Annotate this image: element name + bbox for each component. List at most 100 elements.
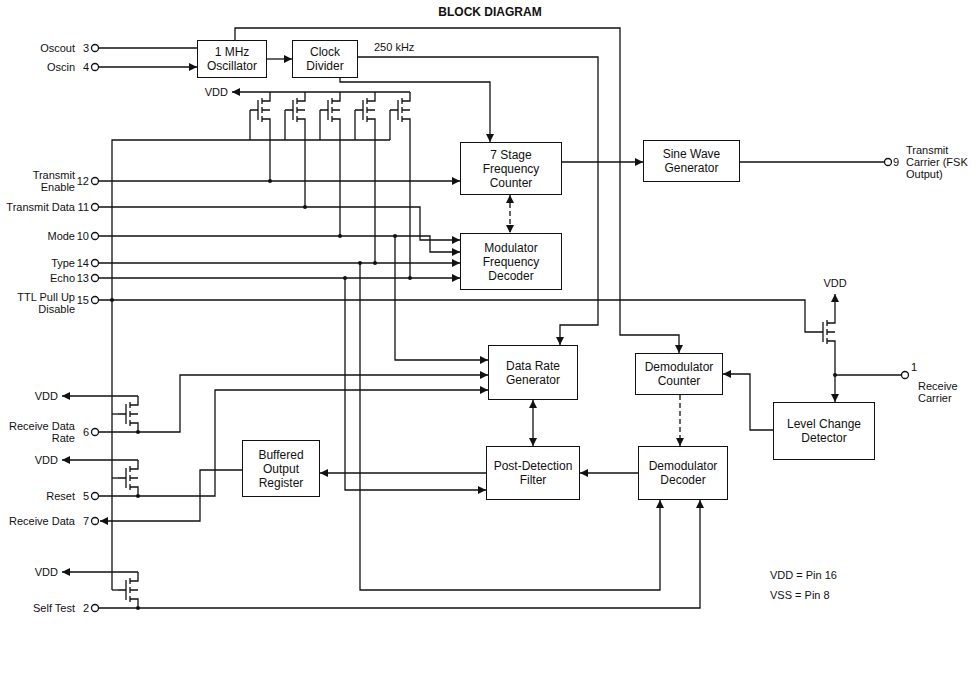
mosfet-symbol bbox=[118, 572, 138, 608]
pin-number: 4 bbox=[76, 61, 89, 73]
block-label: Clock Divider bbox=[297, 45, 353, 73]
signal-connector bbox=[358, 57, 598, 345]
supply-label: VDD bbox=[820, 277, 850, 289]
signal-wire bbox=[99, 375, 488, 432]
pin-terminal bbox=[92, 605, 99, 612]
function-block: Clock Divider bbox=[292, 40, 358, 78]
pin-name: Echo bbox=[3, 272, 75, 284]
signal-connector bbox=[509, 195, 510, 233]
pin-terminal bbox=[92, 45, 99, 52]
pin-terminal bbox=[833, 373, 837, 377]
junction-group bbox=[110, 179, 837, 610]
signal-wire bbox=[319, 110, 320, 140]
signal-wire bbox=[99, 277, 460, 278]
supply-label: VDD bbox=[30, 454, 58, 466]
pin-number: 7 bbox=[76, 515, 89, 527]
pin-number: 3 bbox=[76, 42, 89, 54]
pin-number: 2 bbox=[76, 602, 89, 614]
block-label: Demodulator Counter bbox=[640, 360, 718, 388]
signal-wire bbox=[62, 395, 138, 396]
block-label: Data Rate Generator bbox=[493, 359, 573, 387]
function-block: 1 MHz Oscillator bbox=[197, 40, 267, 78]
pin-terminal bbox=[338, 234, 342, 238]
signal-wire bbox=[249, 110, 250, 140]
pin-terminal bbox=[92, 493, 99, 500]
pin-terminal bbox=[393, 234, 397, 238]
function-block: Sine Wave Generator bbox=[643, 140, 740, 182]
block-label: Level Change Detector bbox=[778, 417, 870, 445]
signal-connector bbox=[267, 58, 292, 59]
mosfet-symbol bbox=[355, 92, 375, 128]
mosfet-symbol bbox=[250, 92, 270, 128]
pin-name: Oscout bbox=[3, 42, 75, 54]
supply-label: VDD bbox=[200, 86, 228, 98]
note: VSS = Pin 8 bbox=[770, 589, 890, 601]
pin-terminal bbox=[902, 372, 909, 379]
pin-terminal bbox=[110, 298, 114, 302]
signal-wire bbox=[99, 500, 700, 608]
pin-number: 9 bbox=[893, 156, 904, 168]
supply-label: VDD bbox=[30, 566, 58, 578]
block-label: Sine Wave Generator bbox=[648, 147, 735, 175]
block-label: 7 Stage Frequency Counter bbox=[465, 148, 557, 190]
mosfet-symbol bbox=[285, 92, 305, 128]
signal-wire bbox=[389, 110, 390, 140]
pin-group bbox=[92, 45, 909, 612]
pin-number: 6 bbox=[76, 426, 89, 438]
pin-terminal bbox=[92, 275, 99, 282]
function-block: 7 Stage Frequency Counter bbox=[460, 142, 562, 195]
signal-connector bbox=[562, 161, 643, 162]
pin-name: Transmit Enable bbox=[3, 169, 75, 193]
signal-wire bbox=[360, 263, 660, 590]
pin-number: 15 bbox=[76, 294, 89, 306]
pin-terminal bbox=[92, 260, 99, 267]
pin-name: Type bbox=[3, 257, 75, 269]
pin-name: Receive Data Rate bbox=[3, 420, 75, 444]
signal-wire bbox=[99, 47, 197, 48]
pin-name: Self Test bbox=[3, 602, 75, 614]
mosfet-symbol bbox=[118, 460, 138, 496]
signal-wire bbox=[112, 477, 118, 478]
signal-wire bbox=[740, 161, 884, 162]
signal-wire bbox=[62, 571, 138, 572]
pin-name: Receive Data bbox=[3, 515, 75, 527]
pin-number: 14 bbox=[76, 257, 89, 269]
pin-name: Transmit Carrier (FSK Output) bbox=[906, 144, 974, 180]
pin-terminal bbox=[303, 205, 307, 209]
signal-wire bbox=[834, 294, 835, 314]
signal-wire bbox=[99, 180, 460, 181]
function-block: Modulator Frequency Decoder bbox=[460, 233, 562, 290]
pin-name: Reset bbox=[3, 490, 75, 502]
signal-wire bbox=[269, 128, 270, 181]
function-block: Post-Detection Filter bbox=[486, 446, 580, 500]
signal-wire bbox=[354, 110, 355, 140]
signal-wire bbox=[112, 589, 118, 590]
signal-wire bbox=[339, 128, 340, 236]
wire-group bbox=[62, 48, 901, 608]
mosfet-symbol bbox=[320, 92, 340, 128]
block-label: Buffered Output Register bbox=[247, 448, 315, 490]
pin-name: Transmit Data bbox=[3, 201, 75, 213]
block-label: Post-Detection Filter bbox=[491, 459, 575, 487]
pin-terminal bbox=[92, 178, 99, 185]
mosfet-symbol bbox=[815, 314, 835, 350]
block-label: Modulator Frequency Decoder bbox=[465, 241, 557, 283]
pin-terminal bbox=[268, 179, 272, 183]
pin-terminal bbox=[92, 297, 99, 304]
function-block: Demodulator Decoder bbox=[638, 446, 728, 500]
signal-connector bbox=[340, 78, 490, 142]
pin-terminal bbox=[92, 64, 99, 71]
signal-wire bbox=[409, 128, 410, 278]
signal-connector bbox=[235, 28, 679, 353]
signal-connector bbox=[679, 395, 680, 446]
pin-name: Oscin bbox=[3, 61, 75, 73]
block-label: 1 MHz Oscillator bbox=[202, 45, 262, 73]
pin-number: 5 bbox=[76, 490, 89, 502]
pin-terminal bbox=[358, 261, 362, 265]
pin-terminal bbox=[885, 159, 892, 166]
signal-wire bbox=[835, 374, 901, 375]
signal-wire bbox=[62, 459, 138, 460]
signal-wire bbox=[374, 128, 375, 263]
signal-wire bbox=[304, 128, 305, 207]
